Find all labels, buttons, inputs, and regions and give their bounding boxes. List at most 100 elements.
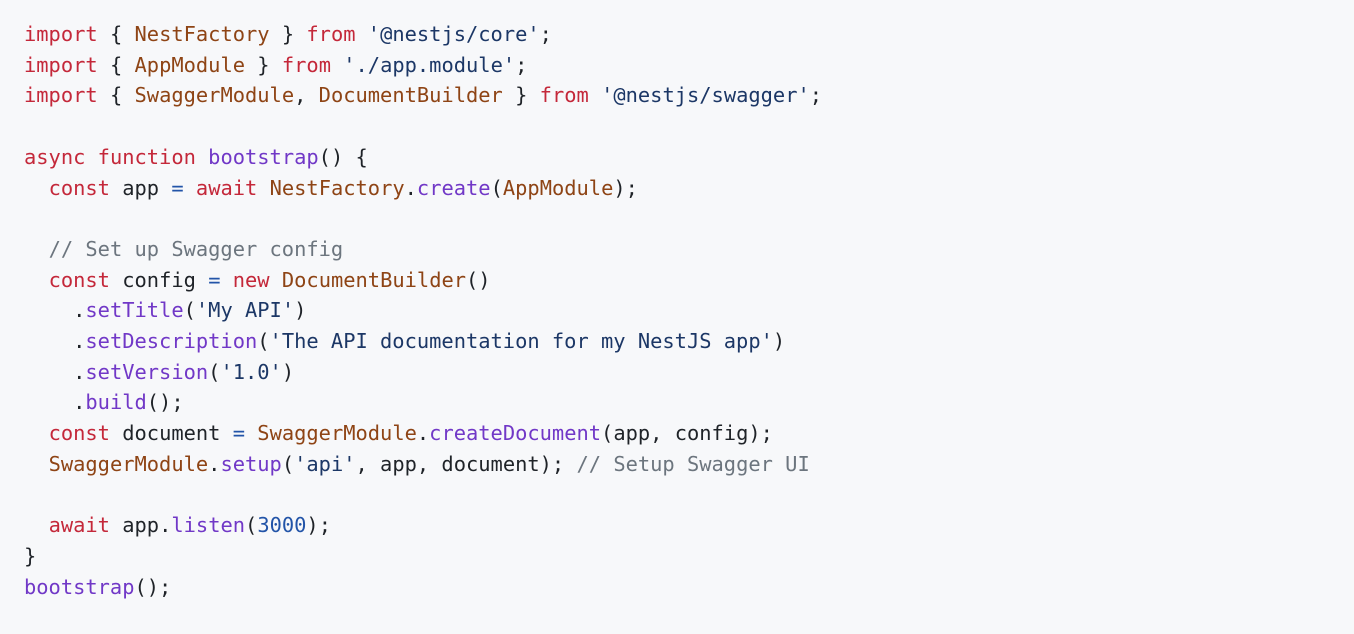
code-line: .setDescription('The API documentation f… — [24, 326, 1354, 357]
code-token-plain — [98, 53, 110, 77]
code-token-punct: ) — [772, 329, 786, 354]
code-token-punct: { — [109, 22, 123, 46]
code-token-plain — [589, 83, 601, 107]
code-token-plain — [527, 83, 539, 107]
code-token-string: '@nestjs/core' — [367, 22, 540, 46]
code-token-plain — [356, 22, 368, 46]
code-token-class: AppModule — [502, 175, 614, 200]
code-token-method: setTitle — [85, 298, 184, 323]
code-token-string: './app.module' — [343, 52, 516, 77]
code-token-punct: ); — [613, 175, 638, 200]
code-token-plain — [184, 176, 196, 200]
code-token-method: build — [85, 390, 147, 415]
code-token-class: NestFactory — [134, 22, 270, 46]
code-token-string: 'My API' — [195, 298, 295, 323]
code-token-plain — [24, 268, 49, 292]
code-token-func: bootstrap — [24, 574, 135, 599]
code-token-keyword: from — [281, 52, 331, 77]
code-token-punct: ( — [257, 329, 270, 354]
code-token-plain — [24, 421, 49, 445]
code-token-punct: } — [24, 543, 37, 568]
code-token-class: DocumentBuilder — [318, 83, 503, 108]
code-token-keyword: new — [232, 267, 270, 292]
code-token-class: SwaggerModule — [48, 451, 209, 476]
code-token-plain — [122, 22, 134, 46]
code-token-punct: . — [73, 359, 86, 384]
code-token-punct: ) — [281, 359, 295, 384]
code-line: bootstrap(); — [24, 572, 1354, 603]
code-editor-content[interactable]: import { NestFactory } from '@nestjs/cor… — [24, 19, 1354, 602]
code-token-keyword: from — [539, 83, 589, 108]
code-token-punct: ; — [809, 83, 823, 108]
code-line: .setTitle('My API') — [24, 295, 1354, 326]
code-token-class: DocumentBuilder — [281, 267, 467, 292]
code-line: import { SwaggerModule, DocumentBuilder … — [24, 80, 1354, 111]
code-token-plain — [122, 83, 134, 107]
code-token-string: 'The API documentation for my NestJS app… — [269, 329, 773, 354]
code-token-keyword: import — [24, 83, 98, 108]
code-token-plain — [24, 176, 49, 200]
code-line: await app.listen(3000); — [24, 510, 1354, 541]
code-token-method: listen — [171, 513, 246, 538]
code-line: } — [24, 541, 1354, 572]
code-token-punct: . — [73, 329, 86, 354]
code-token-punct: ( — [208, 359, 221, 384]
code-token-punct: , — [294, 83, 307, 108]
code-token-plain: app — [122, 513, 160, 538]
code-token-punct: ( — [281, 451, 295, 476]
code-line — [24, 480, 1354, 511]
code-token-punct: ); — [306, 513, 331, 538]
code-token-keyword: const — [48, 421, 110, 446]
code-token-operator: = — [208, 267, 221, 292]
code-token-plain — [159, 176, 171, 200]
code-token-punct: { — [109, 83, 123, 108]
code-token-keyword: from — [306, 22, 356, 46]
code-token-plain — [331, 53, 343, 77]
code-token-punct: . — [404, 175, 417, 200]
code-token-punct: () { — [318, 144, 368, 169]
code-token-plain — [85, 145, 97, 169]
code-token-class: SwaggerModule — [257, 421, 417, 446]
code-line: SwaggerModule.setup('api', app, document… — [24, 449, 1354, 480]
code-token-punct: , app, document); — [355, 451, 577, 476]
code-token-plain: app — [122, 175, 160, 200]
code-line: async function bootstrap() { — [24, 142, 1354, 173]
code-token-plain — [122, 53, 134, 77]
code-token-plain — [196, 268, 208, 292]
code-token-plain — [220, 421, 232, 445]
code-line: const document = SwaggerModule.createDoc… — [24, 418, 1354, 449]
code-token-plain — [270, 53, 282, 77]
code-line: .build(); — [24, 387, 1354, 418]
code-token-punct: ) — [294, 298, 307, 323]
code-token-plain: document — [122, 421, 221, 446]
code-token-plain — [270, 268, 282, 292]
code-token-keyword: const — [48, 267, 110, 292]
code-line — [24, 111, 1354, 142]
code-token-plain — [294, 22, 306, 46]
code-token-method: setVersion — [85, 359, 209, 384]
code-token-comment: // Set up Swagger config — [48, 236, 344, 261]
code-token-punct: . — [73, 390, 86, 415]
code-token-keyword: await — [195, 175, 258, 200]
code-token-plain — [245, 53, 257, 77]
code-token-punct: . — [159, 513, 172, 538]
code-token-punct: (app, config); — [601, 421, 773, 446]
code-line: .setVersion('1.0') — [24, 357, 1354, 388]
code-token-method: setup — [220, 451, 282, 476]
code-token-method: create — [416, 175, 491, 200]
code-line: const config = new DocumentBuilder() — [24, 265, 1354, 296]
code-token-plain — [220, 268, 232, 292]
code-token-punct: } — [257, 52, 270, 77]
code-token-punct: ; — [539, 22, 552, 46]
code-token-punct: ; — [515, 52, 528, 77]
code-token-punct: (); — [146, 390, 184, 415]
code-token-punct: ( — [183, 298, 196, 323]
code-token-plain — [257, 176, 269, 200]
code-line: const app = await NestFactory.create(App… — [24, 173, 1354, 204]
code-token-comment: // Setup Swagger UI — [576, 451, 810, 476]
code-token-plain: config — [122, 267, 196, 292]
code-token-plain — [110, 176, 122, 200]
code-token-punct: . — [73, 298, 86, 323]
code-token-punct: . — [208, 451, 221, 476]
